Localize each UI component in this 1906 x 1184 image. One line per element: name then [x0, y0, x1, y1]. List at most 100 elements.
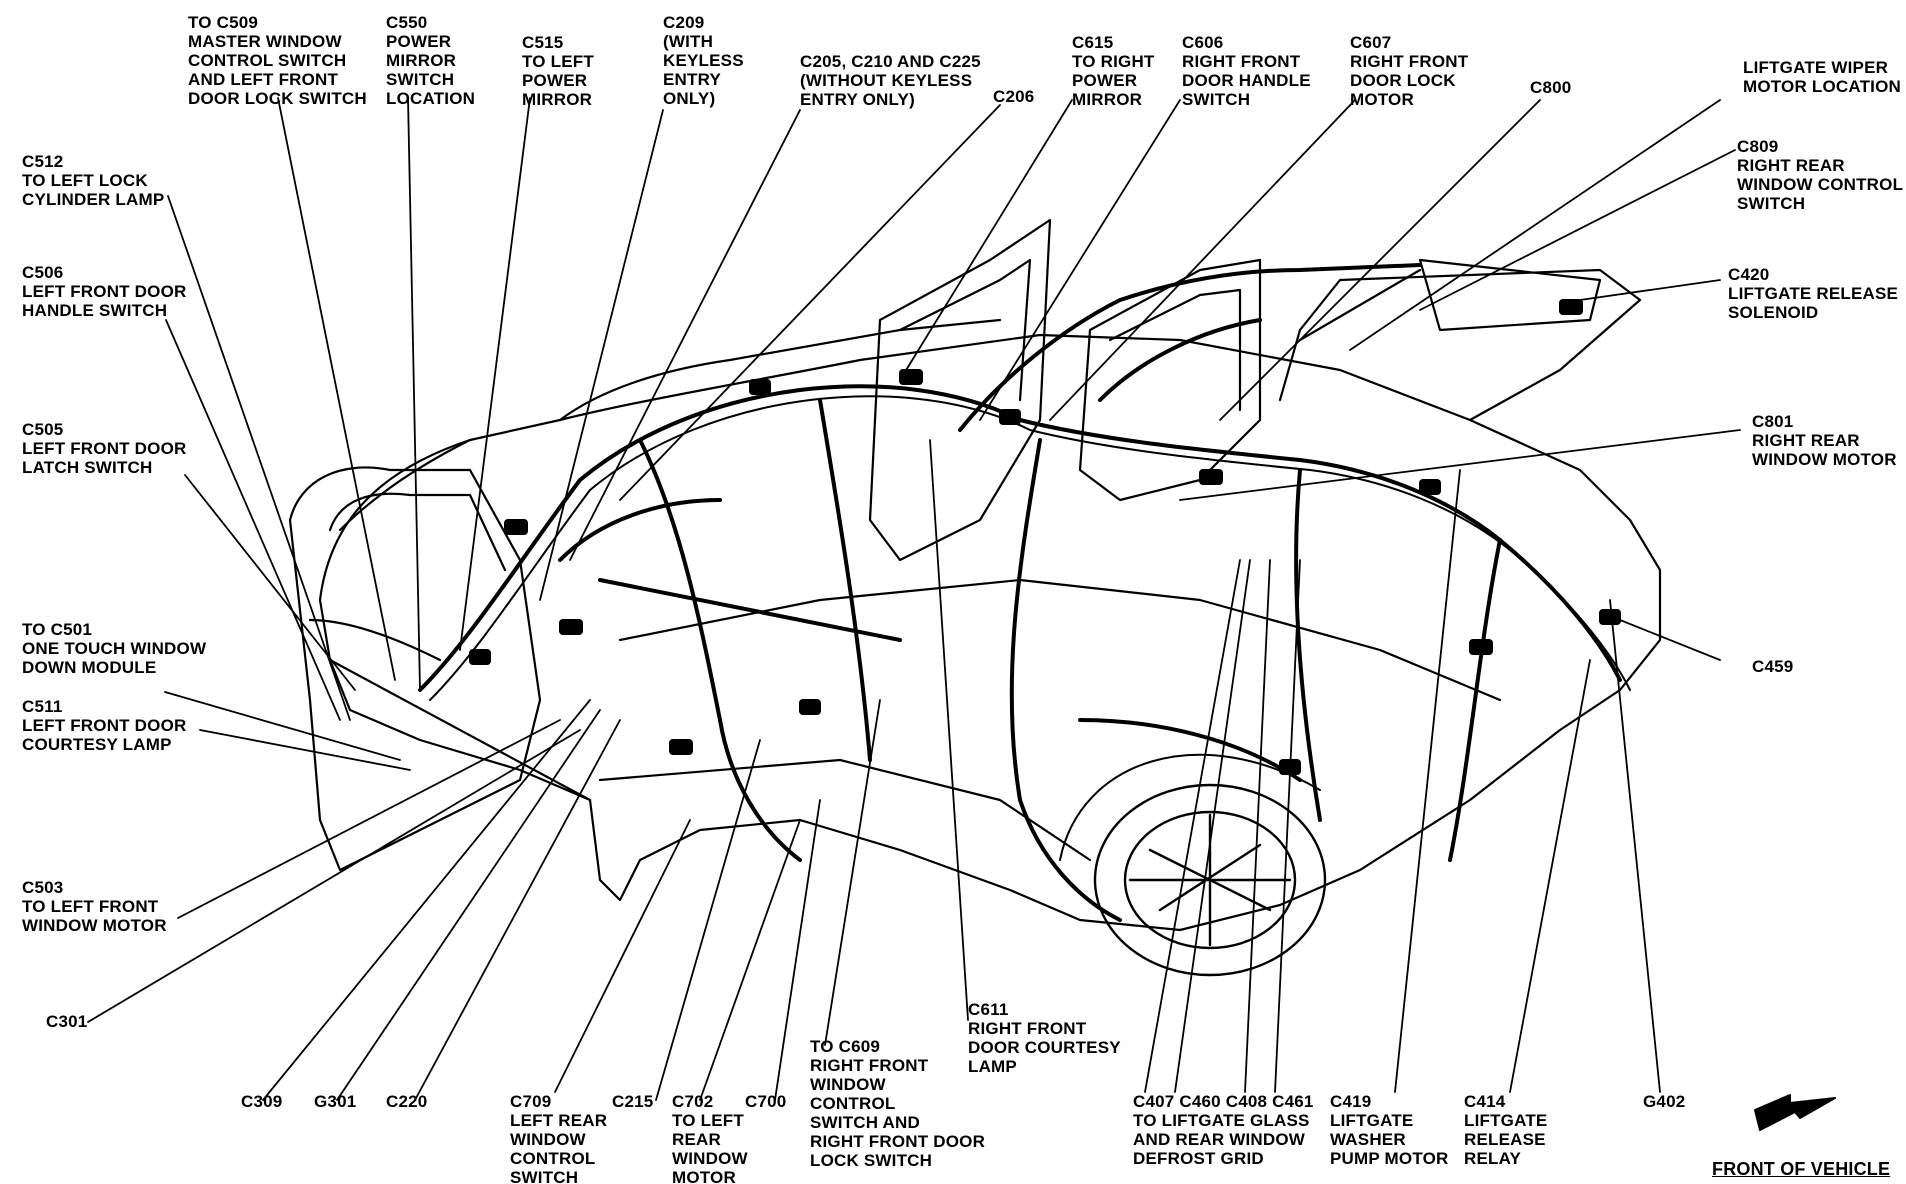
label-line: TO LEFT: [522, 52, 594, 71]
label-c309: C309: [241, 1092, 282, 1111]
label-line: C606: [1182, 33, 1224, 52]
label-line: MASTER WINDOW: [188, 32, 342, 51]
label-line: C515: [522, 33, 564, 52]
label-line: SOLENOID: [1728, 303, 1819, 322]
label-line: C709: [510, 1092, 552, 1111]
label-line: WASHER: [1330, 1130, 1406, 1149]
label-line: LAMP: [968, 1057, 1017, 1076]
label-line: POWER: [386, 32, 452, 51]
label-line: (WITH: [663, 32, 714, 51]
label-line: MOTOR: [672, 1168, 736, 1184]
label-line: CONTROL: [810, 1094, 896, 1113]
label-line: WINDOW MOTOR: [22, 916, 167, 935]
label-line: LATCH SWITCH: [22, 458, 153, 477]
label-line: SWITCH: [1737, 194, 1806, 213]
label-line: POWER: [1072, 71, 1138, 90]
label-line: TO C501: [22, 620, 93, 639]
label-line: C503: [22, 878, 64, 897]
label-line: KEYLESS: [663, 51, 744, 70]
right-rear-door: [1078, 258, 1262, 502]
car-body-outline: [318, 318, 1662, 932]
label-line: TO RIGHT: [1072, 52, 1155, 71]
label-line: AND REAR WINDOW: [1133, 1130, 1306, 1149]
label-line: CONTROL: [510, 1149, 596, 1168]
label-line: DOOR LOCK: [1350, 71, 1456, 90]
leader-lines: [87, 97, 1741, 1101]
label-line: TO C609: [810, 1037, 881, 1056]
label-line: C512: [22, 152, 64, 171]
label-line: WINDOW: [672, 1149, 748, 1168]
label-line: C611: [968, 1000, 1009, 1019]
label-line: TO LIFTGATE GLASS: [1133, 1111, 1310, 1130]
label-line: DOWN MODULE: [22, 658, 157, 677]
label-line: C407 C460 C408 C461: [1133, 1092, 1314, 1111]
label-line: FRONT OF VEHICLE: [1712, 1159, 1891, 1179]
label-line: C506: [22, 263, 64, 282]
label-line: RIGHT FRONT: [1182, 52, 1301, 71]
label-line: WINDOW: [810, 1075, 886, 1094]
left-front-door: [288, 466, 542, 872]
label-line: G301: [314, 1092, 357, 1111]
label-line: RIGHT FRONT: [1350, 52, 1469, 71]
label-line: CONTROL SWITCH: [188, 51, 347, 70]
wire-harness: [418, 263, 1631, 922]
rear-wheel: [1059, 753, 1327, 977]
label-line: C700: [745, 1092, 787, 1111]
label-line: LIFTGATE RELEASE: [1728, 284, 1899, 303]
label-line: DOOR LOCK SWITCH: [188, 89, 367, 108]
label-line: RIGHT FRONT DOOR: [810, 1132, 986, 1151]
label-line: SWITCH: [386, 70, 455, 89]
right-front-door: [868, 218, 1052, 562]
label-line: DOOR COURTESY: [968, 1038, 1121, 1057]
label-c215: C215: [612, 1092, 653, 1111]
label-c206: C206: [993, 87, 1034, 106]
label-line: C419: [1330, 1092, 1372, 1111]
label-line: C809: [1737, 137, 1779, 156]
label-line: SWITCH AND: [810, 1113, 920, 1132]
label-c700: C700: [745, 1092, 786, 1111]
label-line: C309: [241, 1092, 283, 1111]
label-line: C206: [993, 87, 1035, 106]
label-line: C801: [1752, 412, 1794, 431]
label-line: C607: [1350, 33, 1392, 52]
label-line: REAR: [672, 1130, 721, 1149]
label-line: MIRROR: [386, 51, 457, 70]
label-line: LOCK SWITCH: [810, 1151, 933, 1170]
label-line: C215: [612, 1092, 654, 1111]
label-line: LEFT REAR: [510, 1111, 608, 1130]
label-line: TO LEFT LOCK: [22, 171, 148, 190]
label-line: LEFT FRONT DOOR: [22, 439, 187, 458]
label-line: RIGHT FRONT: [968, 1019, 1087, 1038]
label-line: C459: [1752, 657, 1794, 676]
label-line: TO LEFT FRONT: [22, 897, 159, 916]
label-c459: C459: [1752, 657, 1793, 676]
label-line: TO LEFT: [672, 1111, 744, 1130]
label-line: RELAY: [1464, 1149, 1522, 1168]
label-c220: C220: [386, 1092, 427, 1111]
label-line: LEFT FRONT DOOR: [22, 716, 187, 735]
label-line: C414: [1464, 1092, 1506, 1111]
label-line: C800: [1530, 78, 1572, 97]
label-line: LIFTGATE WIPER: [1743, 58, 1889, 77]
label-line: WINDOW: [510, 1130, 586, 1149]
label-line: HANDLE SWITCH: [22, 301, 168, 320]
label-line: MOTOR: [1350, 90, 1414, 109]
